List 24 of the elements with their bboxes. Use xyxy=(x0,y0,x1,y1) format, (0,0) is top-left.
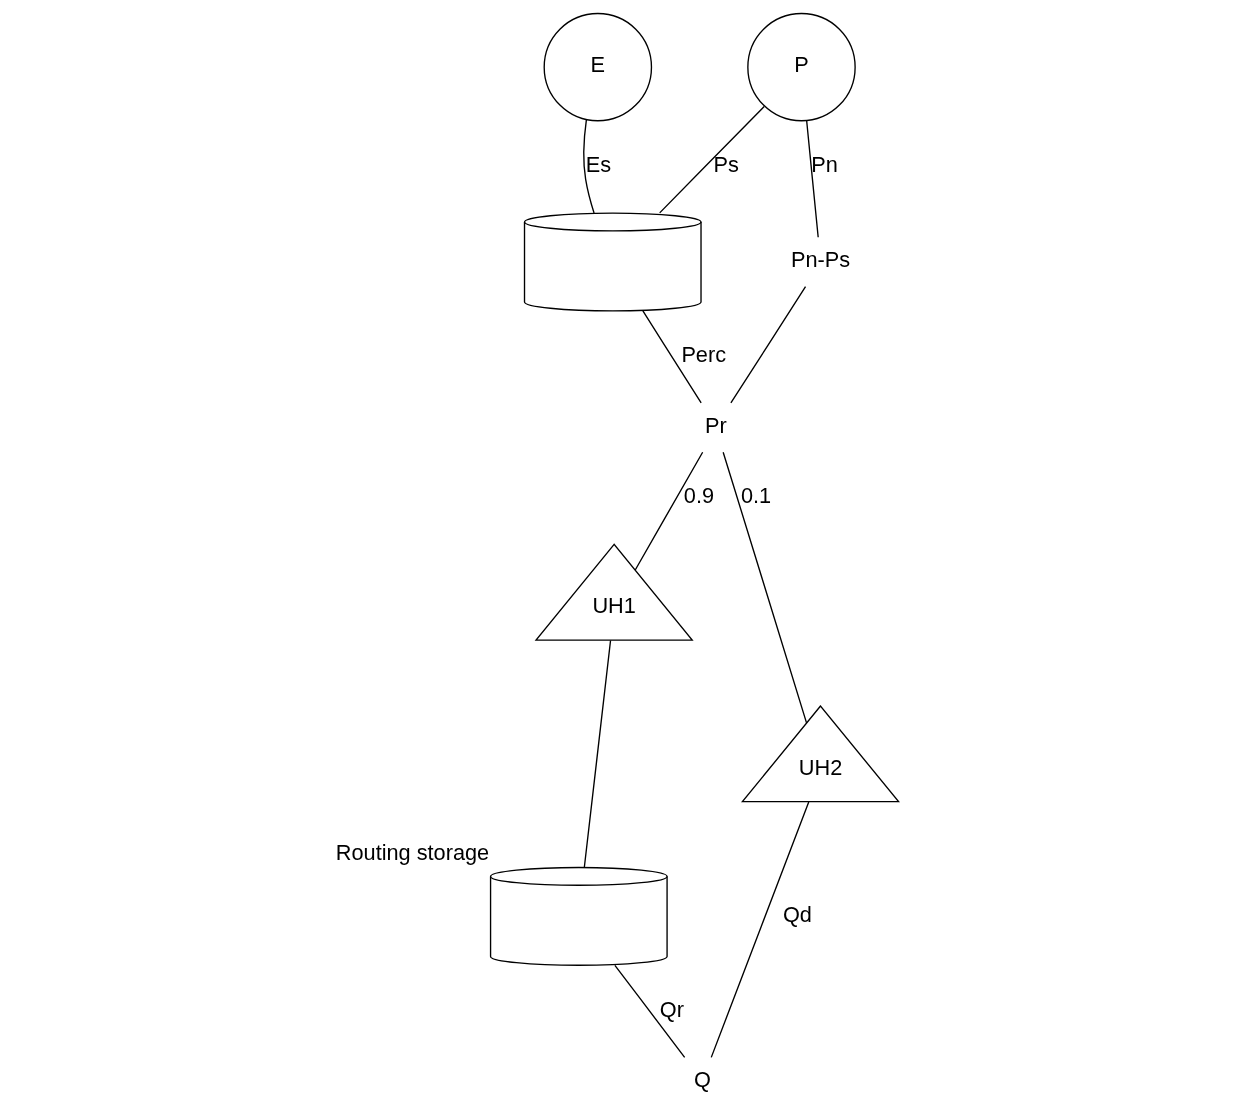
connector xyxy=(642,310,702,404)
node-text: Pr xyxy=(705,412,727,438)
connector xyxy=(583,639,612,868)
connector xyxy=(583,119,595,214)
connector xyxy=(710,801,810,1059)
node-circle: P xyxy=(747,12,856,122)
node-text: Pn-Ps xyxy=(790,247,851,273)
connector xyxy=(634,451,704,571)
edge-label: Qr xyxy=(659,996,684,1022)
connector xyxy=(730,286,807,404)
edge-label: Perc xyxy=(681,342,727,368)
connector xyxy=(806,120,819,238)
node-circle: E xyxy=(543,12,653,122)
edge-label: Ps xyxy=(713,152,739,178)
node-text: Q xyxy=(693,1067,711,1093)
node-label: Routing storage xyxy=(335,840,490,866)
edge-label: 0.1 xyxy=(740,483,772,509)
edge-label: Pn xyxy=(811,152,838,178)
edge-label: Es xyxy=(585,152,612,178)
edge-label: 0.9 xyxy=(683,483,715,509)
connector xyxy=(614,964,686,1058)
connector xyxy=(659,105,765,214)
edge-label: Qd xyxy=(782,901,812,927)
connector xyxy=(722,451,808,724)
